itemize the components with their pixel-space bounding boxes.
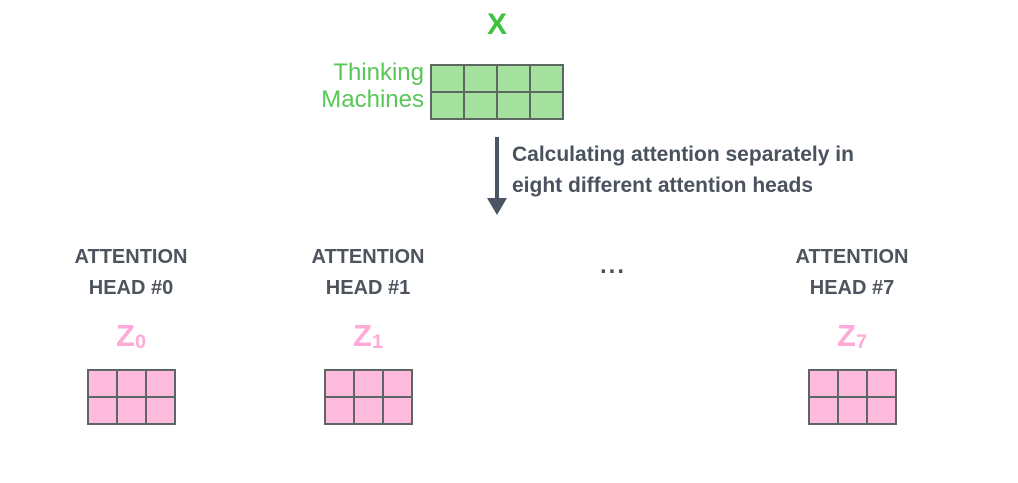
arrow-annotation: Calculating attention separately in eigh… bbox=[512, 139, 854, 201]
z0-matrix-grid bbox=[86, 369, 176, 425]
matrix-cell bbox=[432, 66, 463, 91]
attention-head-0-title-line-1: ATTENTION bbox=[74, 246, 188, 268]
matrix-cell bbox=[325, 371, 353, 396]
attention-head-1: ATTENTION HEAD #1 Z1 bbox=[278, 242, 458, 425]
attention-head-0: ATTENTION HEAD #0 Z0 bbox=[41, 242, 221, 425]
down-arrow-line bbox=[495, 137, 499, 199]
matrix-cell bbox=[325, 398, 353, 423]
matrix-cell bbox=[465, 66, 496, 91]
matrix-cell bbox=[838, 371, 866, 396]
matrix-cell bbox=[465, 93, 496, 118]
z1-base: Z bbox=[353, 318, 372, 353]
z0-base: Z bbox=[116, 318, 135, 353]
matrix-cell bbox=[383, 398, 411, 423]
input-row-labels: Thinking Machines bbox=[220, 59, 424, 113]
arrow-annotation-line-2: eight different attention heads bbox=[512, 174, 814, 197]
attention-head-1-title: ATTENTION HEAD #1 bbox=[278, 242, 458, 304]
attention-head-1-title-line-2: HEAD #1 bbox=[325, 277, 411, 299]
matrix-cell bbox=[354, 398, 382, 423]
matrix-cell bbox=[117, 398, 145, 423]
attention-head-7-title: ATTENTION HEAD #7 bbox=[762, 242, 942, 304]
matrix-cell bbox=[867, 398, 895, 423]
matrix-cell bbox=[498, 66, 529, 91]
matrix-cell bbox=[354, 371, 382, 396]
matrix-cell bbox=[867, 371, 895, 396]
matrix-cell bbox=[531, 93, 562, 118]
attention-head-7-title-line-1: ATTENTION bbox=[795, 246, 909, 268]
input-row-label-1: Thinking bbox=[333, 59, 424, 86]
z7-label: Z7 bbox=[762, 318, 942, 358]
input-row-label-2: Machines bbox=[321, 86, 424, 113]
arrow-annotation-line-1: Calculating attention separately in bbox=[512, 143, 854, 166]
matrix-cell bbox=[146, 398, 174, 423]
matrix-cell bbox=[809, 371, 837, 396]
matrix-cell bbox=[838, 398, 866, 423]
matrix-cell bbox=[88, 398, 116, 423]
matrix-cell bbox=[88, 371, 116, 396]
z0-label: Z0 bbox=[41, 318, 221, 358]
z1-subscript: 1 bbox=[371, 331, 383, 354]
z7-subscript: 7 bbox=[855, 331, 867, 354]
heads-ellipsis: ... bbox=[599, 252, 626, 279]
z1-label: Z1 bbox=[278, 318, 458, 358]
attention-head-0-title-line-2: HEAD #0 bbox=[88, 277, 174, 299]
matrix-cell bbox=[117, 371, 145, 396]
z0-subscript: 0 bbox=[134, 331, 146, 354]
down-arrow-head-icon bbox=[487, 198, 507, 215]
matrix-cell bbox=[809, 398, 837, 423]
matrix-cell bbox=[432, 93, 463, 118]
input-matrix-label: X bbox=[486, 8, 507, 41]
matrix-cell bbox=[383, 371, 411, 396]
matrix-cell bbox=[531, 66, 562, 91]
z1-matrix-grid bbox=[323, 369, 413, 425]
attention-head-1-title-line-1: ATTENTION bbox=[311, 246, 425, 268]
matrix-cell bbox=[498, 93, 529, 118]
z7-base: Z bbox=[837, 318, 856, 353]
matrix-cell bbox=[146, 371, 174, 396]
input-matrix-grid bbox=[430, 64, 564, 120]
z7-matrix-grid bbox=[807, 369, 897, 425]
attention-head-7: ATTENTION HEAD #7 Z7 bbox=[762, 242, 942, 425]
attention-head-7-title-line-2: HEAD #7 bbox=[809, 277, 895, 299]
attention-head-0-title: ATTENTION HEAD #0 bbox=[41, 242, 221, 304]
